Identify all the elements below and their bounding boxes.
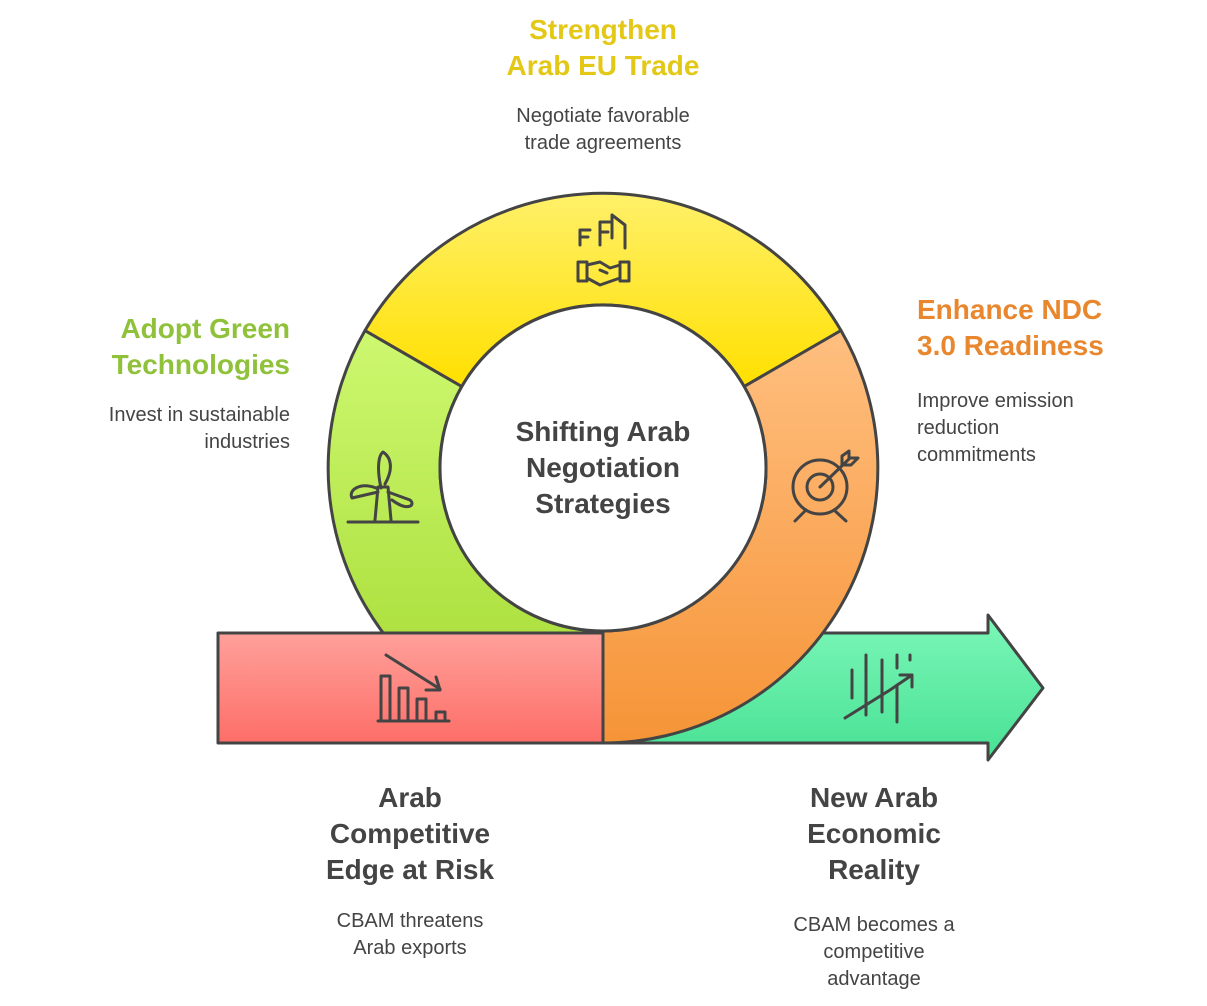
handshake-building-icon <box>576 213 631 287</box>
title-line: Reality <box>828 854 920 885</box>
title-line: Enhance NDC <box>917 294 1103 325</box>
desc-line: CBAM threatens <box>336 910 484 932</box>
step-desc-enhance: Improve emission reduction commitments <box>917 388 1157 469</box>
desc-line: industries <box>204 431 290 453</box>
title-line: Adopt Green <box>120 313 290 344</box>
title-line: 3.0 Readiness <box>917 330 1104 361</box>
desc-line: Invest in sustainable <box>108 404 290 426</box>
desc-line: Negotiate favorable <box>516 105 690 127</box>
step-desc-adopt: Invest in sustainable industries <box>40 402 290 456</box>
title-line: Technologies <box>111 349 290 380</box>
title-line: Negotiation <box>526 452 680 483</box>
title-line: Economic <box>807 818 941 849</box>
title-line: Strengthen <box>529 14 677 45</box>
title-line: Competitive <box>329 818 491 849</box>
title-line: Shifting Arab <box>515 416 691 447</box>
wind-turbine-icon <box>346 450 420 524</box>
growth-chart-icon <box>843 653 914 724</box>
desc-line: commitments <box>917 444 1036 466</box>
desc-line: CBAM becomes a <box>793 914 955 936</box>
end-desc: CBAM becomes a competitive advantage <box>754 912 994 993</box>
step-title-enhance: Enhance NDC 3.0 Readiness <box>917 292 1157 364</box>
title-line: Strategies <box>535 488 671 519</box>
desc-line: Improve emission <box>917 390 1074 412</box>
step-desc-strengthen: Negotiate favorable trade agreements <box>473 103 733 157</box>
target-icon <box>791 449 860 523</box>
declining-chart-icon <box>376 653 451 723</box>
title-line: Arab EU Trade <box>506 50 700 81</box>
desc-line: Arab exports <box>353 937 467 959</box>
desc-line: reduction <box>917 417 1000 439</box>
start-bar <box>216 631 605 745</box>
title-line: New Arab <box>809 782 939 813</box>
center-circle <box>438 303 768 633</box>
title-line: Edge at Risk <box>325 854 495 885</box>
desc-line: trade agreements <box>524 132 682 154</box>
title-line: Arab <box>378 782 442 813</box>
desc-line: competitive <box>823 941 925 963</box>
desc-line: advantage <box>827 968 921 990</box>
